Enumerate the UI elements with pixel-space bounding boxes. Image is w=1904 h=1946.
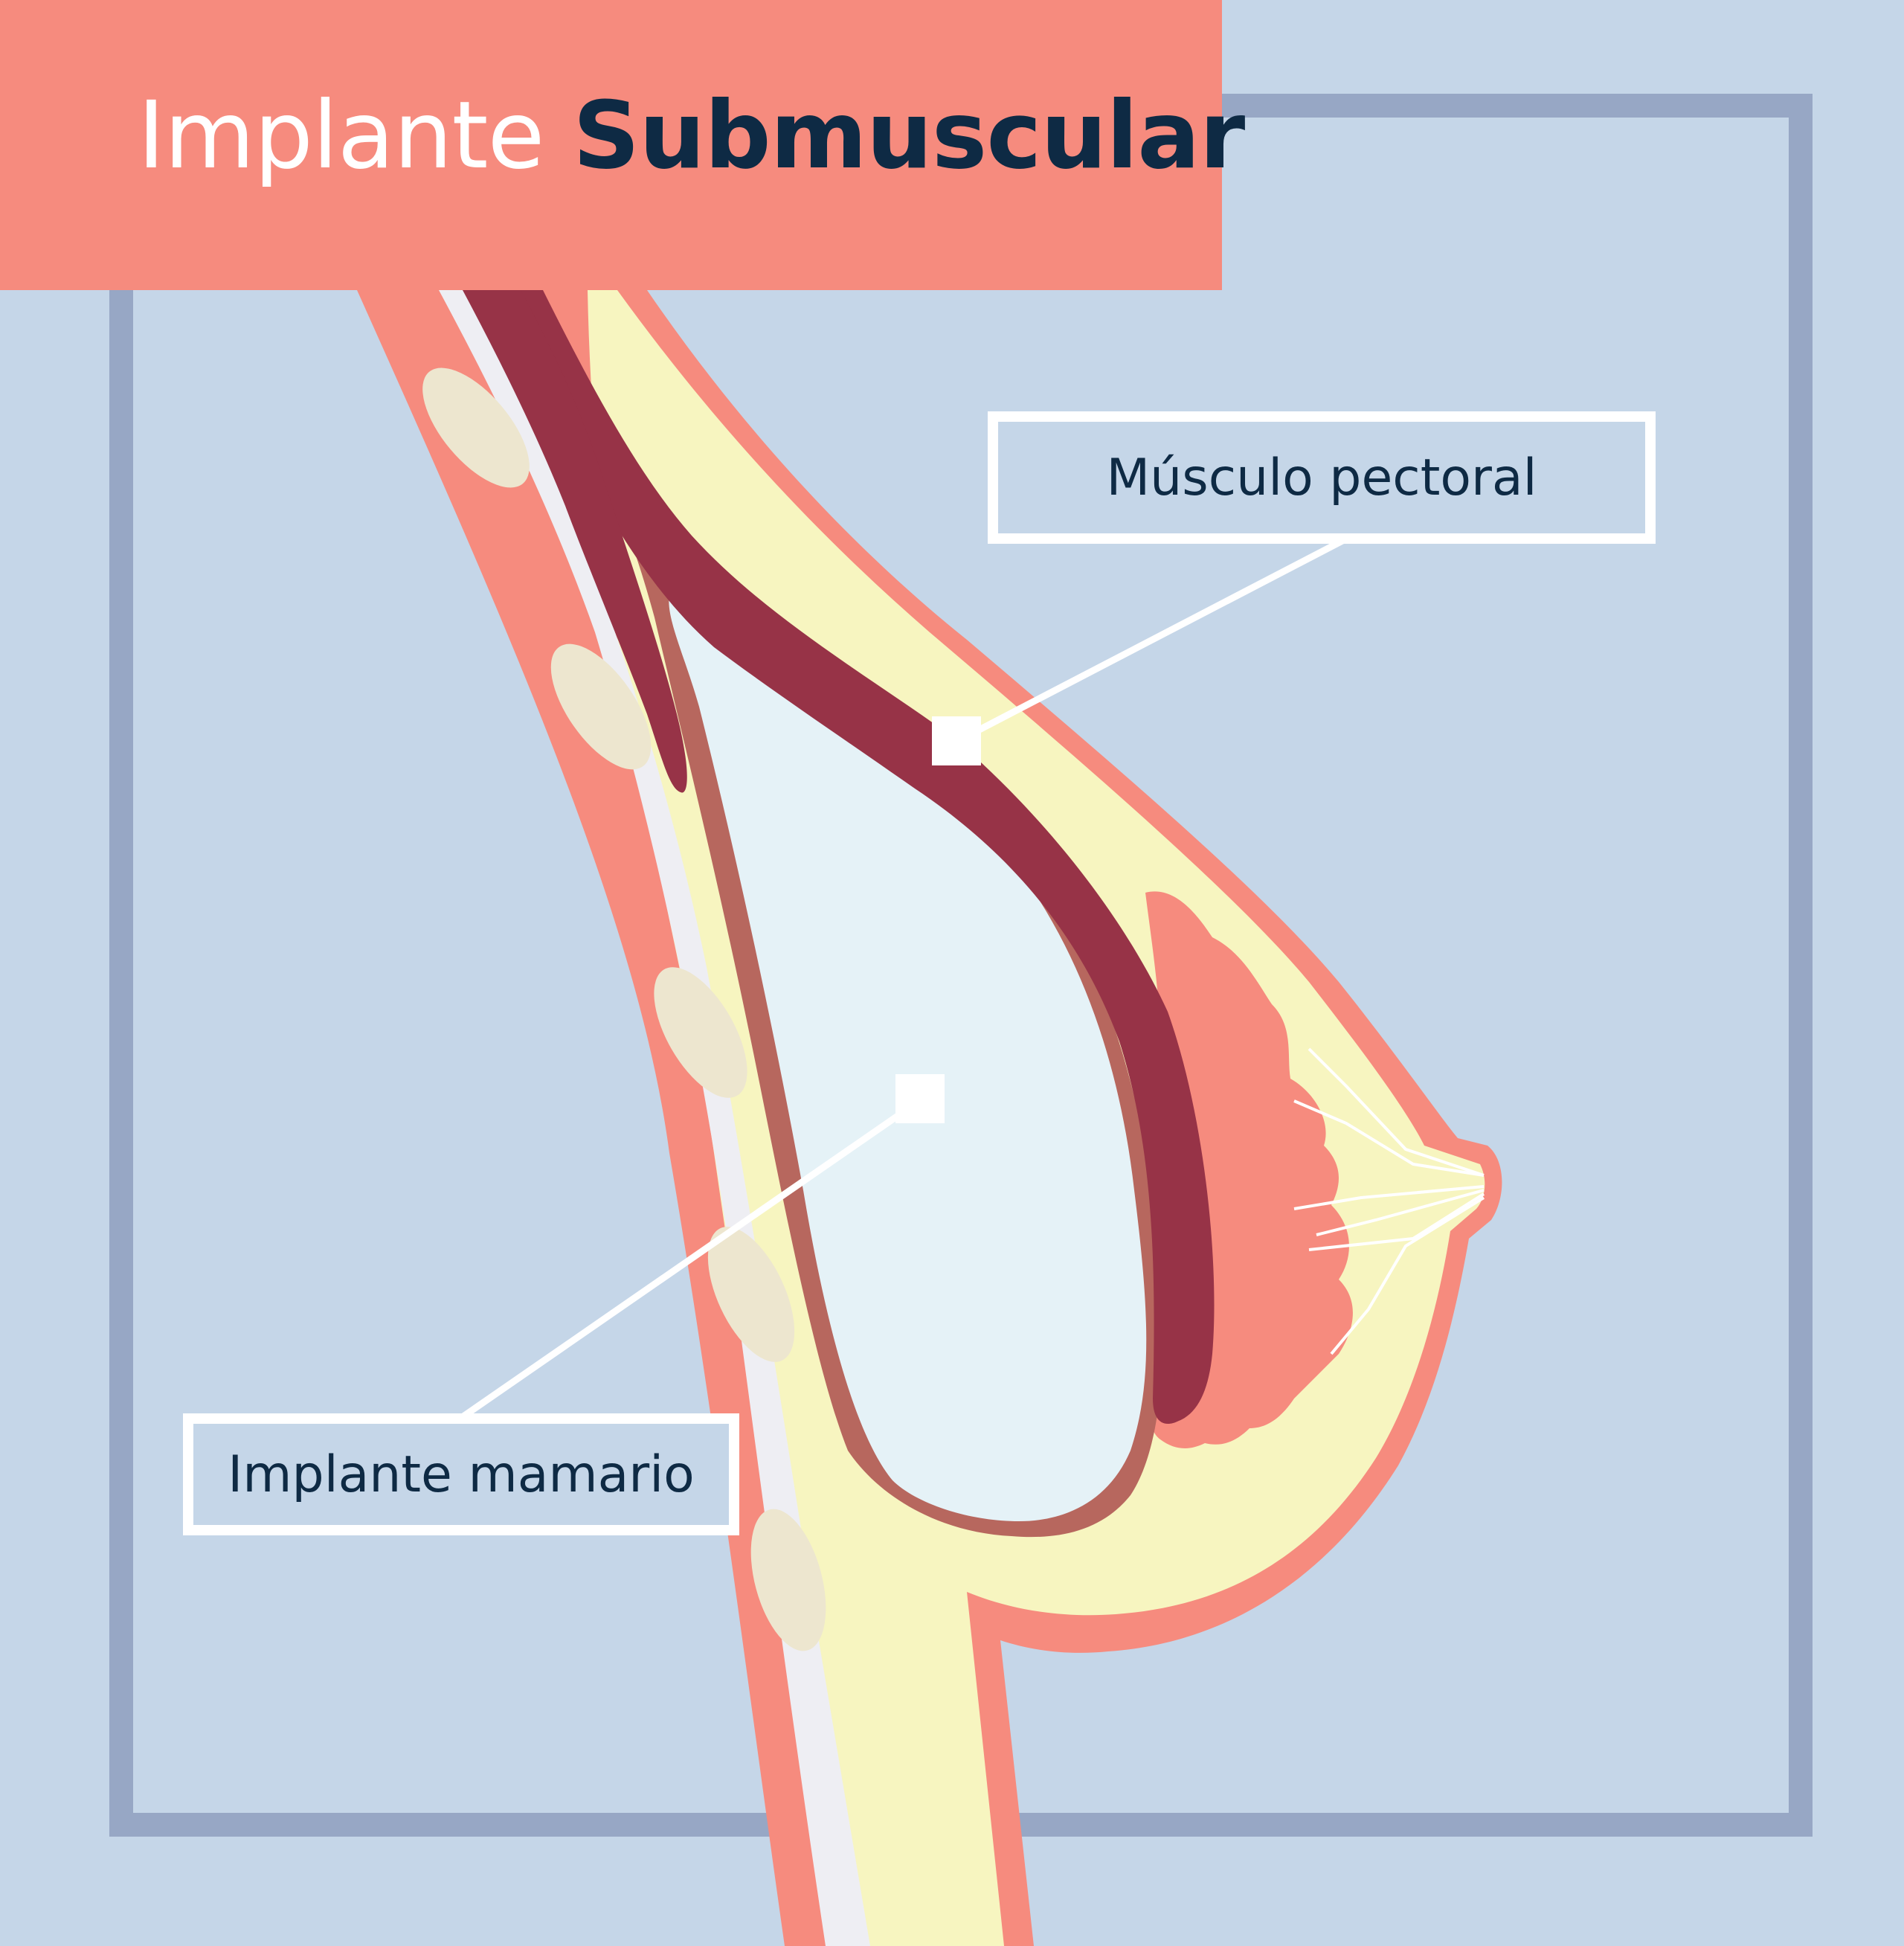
pectoral-muscle bbox=[463, 290, 1215, 1425]
title-word-implante: Implante bbox=[138, 82, 544, 190]
label-breast-implant: Implante mamario bbox=[183, 1413, 739, 1535]
rib bbox=[422, 367, 530, 488]
pectoral-pointer-line bbox=[954, 538, 1345, 745]
title-banner: Implante Submuscular bbox=[0, 0, 1245, 290]
label-implant-text: Implante mamario bbox=[228, 1445, 695, 1504]
chest-fascia bbox=[439, 290, 870, 1946]
rib bbox=[550, 643, 652, 770]
implant-pointer-marker bbox=[895, 1074, 945, 1123]
pectoral-pointer-marker bbox=[932, 716, 981, 765]
pectoral-minor-strip bbox=[463, 290, 687, 793]
rib bbox=[750, 1509, 826, 1651]
milk-ducts bbox=[1293, 1047, 1485, 1355]
ribs bbox=[422, 367, 826, 1651]
implant-pointer-line bbox=[459, 1098, 922, 1421]
title-word-submuscular: Submuscular bbox=[573, 82, 1245, 190]
label-pectoral-muscle: Músculo pectoral bbox=[988, 411, 1656, 544]
rib bbox=[707, 1227, 795, 1362]
label-pectoral-text: Músculo pectoral bbox=[1106, 448, 1537, 507]
rib bbox=[654, 967, 747, 1098]
page-title: Implante Submuscular bbox=[138, 89, 1245, 182]
breast-implant bbox=[669, 594, 1147, 1521]
